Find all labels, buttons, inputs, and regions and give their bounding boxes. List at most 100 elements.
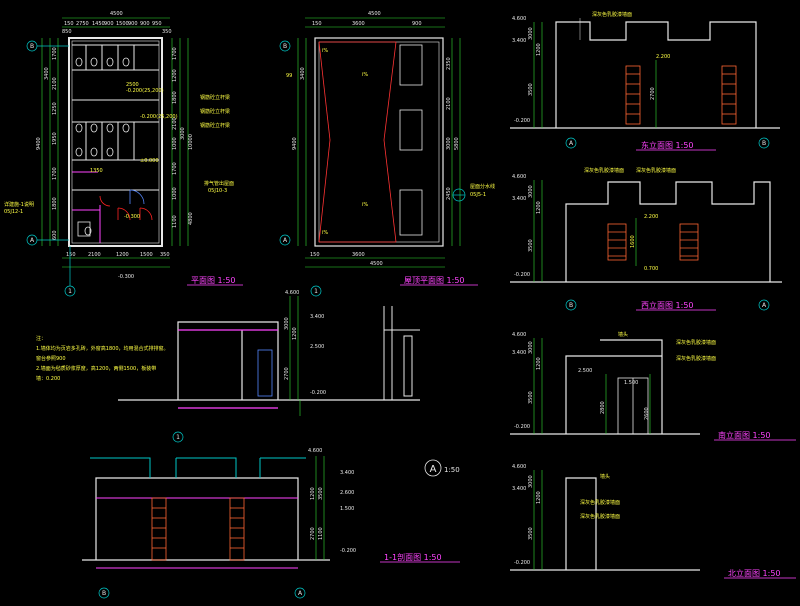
east-note: 2.200 — [656, 54, 670, 60]
roof-note: 05J5-1 — [470, 192, 486, 198]
section-level: 3.400 — [340, 470, 354, 476]
north-dim: 3000 — [528, 475, 534, 488]
plan-inner-wall — [71, 40, 160, 244]
roof-axis-labels: B A 1 — [283, 43, 318, 295]
roof-dim-top: 150 — [312, 21, 322, 27]
roof-axis-label: 1 — [314, 288, 318, 295]
section-axis-label: B — [102, 590, 106, 597]
roof-dim-left: 3400 — [300, 67, 306, 80]
plan-fixtures-lower — [75, 123, 130, 237]
section-title: 1-1剖面图 1:50 — [384, 552, 442, 562]
east-axis-label: B — [762, 140, 766, 147]
plan-dim-right: 1800 — [172, 91, 178, 104]
section-level: 4.600 — [308, 448, 322, 454]
detail-a-scale: 1:50 — [444, 466, 460, 474]
roof-dim-bottom: 4500 — [370, 261, 383, 267]
plan-stalls-lower — [72, 99, 159, 191]
south-note: 墙头 — [618, 331, 628, 338]
plan-dim-bottom: 150 — [66, 252, 76, 258]
small-section-level: -0.200 — [310, 390, 326, 396]
plan-dim-left: 600 — [52, 230, 58, 240]
roof-axis-label: B — [283, 43, 287, 50]
west-note: 深灰色乳胶漆墙面 — [584, 167, 624, 174]
plan-dim-left: 1700 — [52, 167, 58, 180]
north-dim-lines — [533, 470, 543, 570]
detail-a-circle — [424, 459, 442, 477]
notes-line: 2.墙面为毡质砂浆厚度，高1200，两侧1500，板装带 — [36, 365, 156, 372]
east-notes: 深灰色乳胶漆墙面 2.200 — [592, 11, 670, 60]
east-outline — [510, 21, 780, 129]
plan-dim-right: 3000 — [180, 127, 186, 140]
plan-doors — [99, 195, 153, 221]
roof-slope-note: i% — [362, 72, 368, 78]
south-dim-lines — [533, 338, 651, 434]
south-level: 3.400 — [512, 350, 526, 356]
roof-outline — [314, 37, 444, 247]
south-elevation: 4.600 3.400 2.500 1.500 -0.200 3000 1200… — [510, 331, 796, 441]
roof-dim-bottom: 150 — [310, 252, 320, 258]
plan-axis-label: B — [30, 43, 34, 50]
section-parapet — [90, 457, 306, 478]
plan-dim-right: 1000 — [172, 187, 178, 200]
roof-note: 屋面分水线 — [470, 183, 495, 190]
roof-notes: i% i% i% i% 屋面分水线 05J5-1 99 — [286, 48, 495, 236]
east-dim-lines — [533, 22, 657, 128]
roof-dim-right: 3000 — [446, 137, 452, 150]
plan-dim-left: 1950 — [52, 132, 58, 145]
north-dim: 3500 — [528, 527, 534, 540]
west-notes: 深灰色乳胶漆墙面 深灰色乳胶漆墙面 2.200 1600 0.700 — [584, 167, 676, 272]
plan-dim-right: 1000 — [172, 137, 178, 150]
small-section-dim: 3000 — [284, 317, 290, 330]
north-note: 深灰色乳胶漆墙面 — [580, 513, 620, 520]
roof-dim-right: 2450 — [446, 187, 452, 200]
east-dim: 1200 — [536, 43, 542, 56]
east-axis-label: A — [569, 140, 574, 147]
plan-dim-right: 10000 — [188, 134, 194, 150]
small-section: 4.600 3.400 2.500 -0.200 3000 2700 1200 … — [118, 290, 420, 443]
plan-dim-right: 1700 — [172, 47, 178, 60]
east-dim: 3500 — [528, 83, 534, 96]
plan-dim-top: 950 — [152, 21, 162, 27]
detail-a-marker: A 1:50 — [424, 459, 460, 477]
plan-note: 05J12-1 — [4, 209, 23, 215]
plan-dim-top: 350 — [162, 29, 172, 35]
west-level: 4.600 — [512, 174, 526, 180]
north-level: 4.600 — [512, 464, 526, 470]
roof-slope-note: i% — [322, 230, 328, 236]
small-section-dim: 2700 — [284, 367, 290, 380]
plan-axis-label: A — [30, 237, 35, 244]
east-level: 4.600 — [512, 16, 526, 22]
section-windows — [151, 497, 245, 561]
north-level: -0.200 — [514, 560, 530, 566]
small-section-walls — [118, 321, 420, 401]
east-level: -0.200 — [514, 118, 530, 124]
small-section-level: 3.400 — [310, 314, 324, 320]
south-level: 4.600 — [512, 332, 526, 338]
roof-dim-right: 2100 — [446, 97, 452, 110]
plan-axis-labels: B A 1 — [30, 43, 72, 295]
plan-dim-top: 850 — [62, 29, 72, 35]
west-title: 西立面图 1:50 — [641, 300, 694, 310]
plan-dim-bottom: 350 — [160, 252, 170, 258]
small-section-text: 4.600 3.400 2.500 -0.200 3000 2700 1200 — [284, 290, 326, 396]
plan-fixtures-upper — [75, 57, 130, 67]
plan-note: 钢筋砼立杆梁 — [200, 122, 230, 129]
plan-dim-left: 9400 — [36, 137, 42, 150]
roof-dim-top: 3600 — [352, 21, 365, 27]
west-level: -0.200 — [514, 272, 530, 278]
notes-header: 注： — [36, 335, 46, 342]
section-dim: 1100 — [318, 527, 324, 540]
notes-line: 窗台参照900 — [36, 355, 66, 362]
plan-dim-right: 2100 — [172, 117, 178, 130]
roof-dim-top: 4500 — [368, 11, 381, 17]
west-elevation: 4.600 3.400 -0.200 3000 1200 3500 深灰色乳胶漆… — [510, 167, 782, 311]
plan-dim-bottom: 2100 — [88, 252, 101, 258]
north-dim: 1200 — [536, 491, 542, 504]
east-levels: 4.600 3.400 -0.200 3000 1200 3500 2700 — [512, 16, 656, 124]
roof-note: 99 — [286, 73, 292, 79]
detail-a-label: A — [430, 464, 437, 475]
north-note: 墙头 — [600, 473, 610, 480]
south-door — [617, 377, 649, 435]
plan-dim-lines — [41, 17, 189, 268]
south-note: 深灰色乳胶漆墙面 — [676, 355, 716, 362]
